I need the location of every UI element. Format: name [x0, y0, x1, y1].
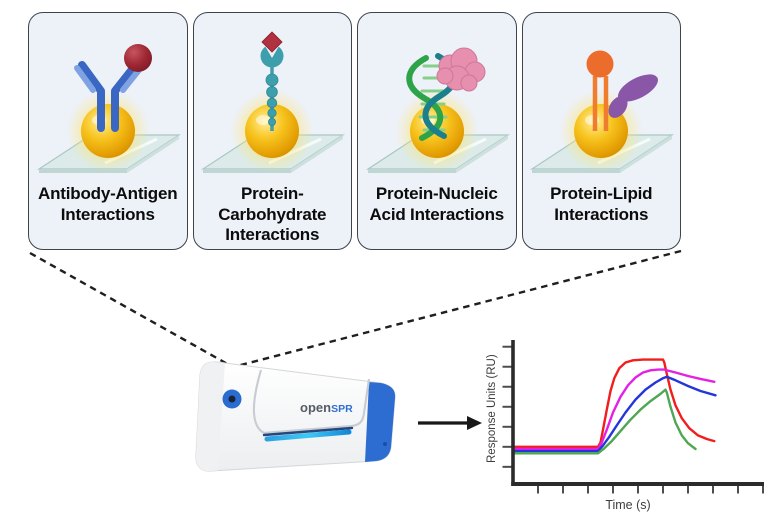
x-axis-label: Time (s) [605, 498, 650, 512]
device-brand: openSPR [300, 400, 353, 415]
device-body [195, 361, 396, 472]
openspr-instrument: openSPR [195, 361, 396, 472]
card-label: Protein-Nucleic Acid Interactions [369, 184, 505, 224]
antibody-glyph [77, 61, 138, 132]
card-protein-lipid: Protein-Lipid Interactions [521, 12, 681, 250]
protein-blob-glyph [436, 47, 486, 92]
device-light-strip [264, 429, 352, 442]
green-curve [511, 388, 697, 455]
device-blue-cap [365, 382, 396, 462]
blue-curve [511, 375, 717, 453]
sensorgram-chart: Response Units (RU) Time (s) [486, 340, 764, 512]
antibody-antigen-icon [36, 44, 181, 173]
arrow-right [418, 416, 482, 430]
lipid-glyph [586, 50, 614, 131]
magenta-curve [511, 368, 716, 451]
antigen-glyph [123, 44, 152, 72]
card-antibody-antigen: Antibody-Antigen Interactions [28, 12, 188, 250]
card-label: Protein-Carbohydrate Interactions [218, 184, 327, 245]
protein-carbohydrate-icon [201, 31, 346, 173]
interaction-cards-row: Antibody-Antigen Interactions [28, 12, 681, 250]
protein-nucleic-acid-icon [365, 47, 510, 173]
card-protein-nucleic-acid: Protein-Nucleic Acid Interactions [357, 12, 517, 250]
protein-lipid-icon [530, 50, 675, 173]
card-protein-carbohydrate: Protein-Carbohydrate Interactions [192, 12, 352, 250]
sensorgram-curves [511, 358, 717, 455]
membrane-protein-glyph [608, 74, 659, 118]
y-axis-label: Response Units (RU) [486, 354, 498, 463]
card-label: Protein-Lipid Interactions [550, 184, 653, 224]
device-lid [252, 369, 371, 435]
card-label: Antibody-Antigen Interactions [38, 184, 178, 224]
red-curve [511, 358, 716, 448]
dna-helix-glyph [406, 53, 458, 141]
carbohydrate-glyph [260, 31, 284, 131]
